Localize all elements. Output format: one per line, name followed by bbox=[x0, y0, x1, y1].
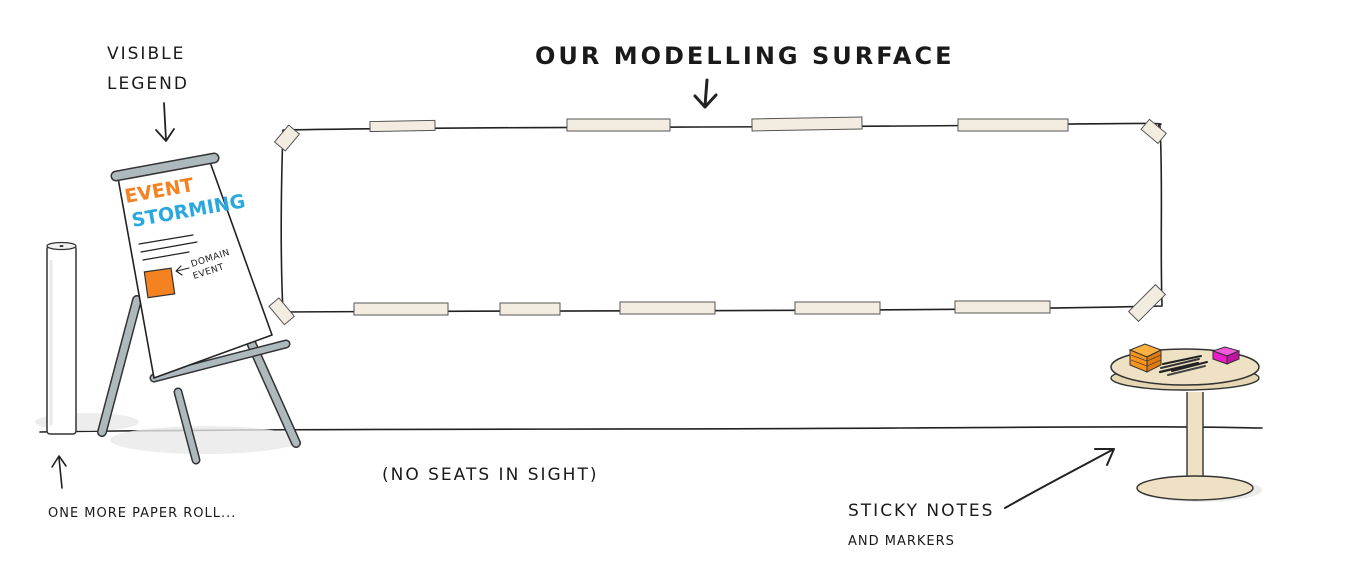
tape-strip bbox=[353, 302, 449, 316]
tape-strip bbox=[566, 118, 671, 132]
sticky-notes-label-line1: STICKY NOTES bbox=[848, 501, 994, 521]
paper-roll-arrow bbox=[51, 455, 67, 489]
no-seats-label: (NO SEATS IN SIGHT) bbox=[382, 465, 598, 485]
paper-sheet bbox=[280, 122, 1163, 313]
legend-label-line1: VISIBLE bbox=[107, 44, 185, 64]
supplies-table bbox=[1110, 348, 1262, 502]
sticky-notes-orange bbox=[1128, 343, 1163, 373]
flipchart-text-line bbox=[142, 251, 190, 261]
sticky-notes-label-line2: AND MARKERS bbox=[848, 534, 955, 549]
tape-strip bbox=[369, 119, 436, 133]
domain-event-sticky-icon bbox=[143, 267, 176, 299]
flipchart-text-line bbox=[138, 234, 194, 245]
surface-title: OUR MODELLING SURFACE bbox=[535, 42, 954, 70]
domain-event-arrow-icon bbox=[175, 265, 190, 276]
surface-arrow bbox=[693, 78, 718, 109]
legend-label-line2: LEGEND bbox=[107, 74, 189, 94]
tape-strip bbox=[954, 300, 1051, 314]
tape-strip bbox=[751, 116, 863, 132]
modelling-surface bbox=[268, 116, 1167, 326]
tape-corner bbox=[273, 124, 301, 152]
markers-bundle bbox=[1158, 355, 1208, 376]
tape-strip bbox=[957, 118, 1069, 132]
tape-strip bbox=[619, 301, 716, 315]
tape-corner bbox=[1127, 283, 1167, 323]
tape-strip bbox=[499, 302, 561, 316]
flipchart-easel bbox=[97, 152, 301, 465]
tape-corner bbox=[1140, 118, 1167, 145]
tape-strip bbox=[794, 301, 881, 315]
tape-corner bbox=[268, 297, 296, 326]
sticky-notes-magenta bbox=[1211, 346, 1241, 365]
legend-arrow bbox=[155, 102, 175, 142]
sticky-notes-arrow bbox=[1004, 448, 1115, 509]
paper-roll-label: ONE MORE PAPER ROLL... bbox=[48, 506, 236, 521]
paper-roll bbox=[35, 241, 139, 435]
flipchart-text-line bbox=[140, 241, 198, 253]
